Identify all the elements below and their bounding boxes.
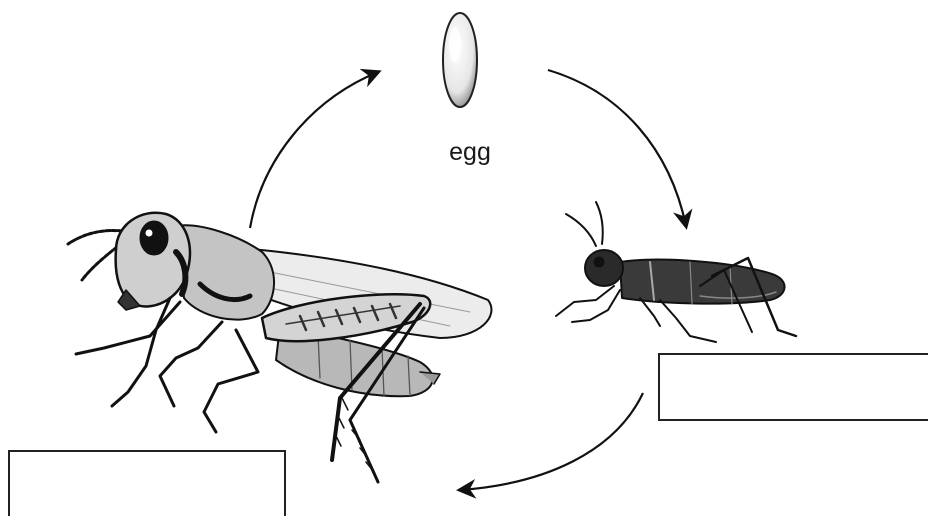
- adult-answer-box[interactable]: [8, 450, 286, 516]
- nymph-answer-box[interactable]: [658, 353, 928, 421]
- egg-label: egg: [430, 138, 510, 167]
- arrow-adult-to-egg: [250, 72, 378, 228]
- egg-illustration: [443, 13, 477, 107]
- arrow-egg-to-nymph: [548, 70, 686, 226]
- adult-grasshopper-illustration: [68, 213, 491, 482]
- arrow-nymph-to-adult: [460, 393, 643, 490]
- nymph-illustration: [556, 202, 796, 342]
